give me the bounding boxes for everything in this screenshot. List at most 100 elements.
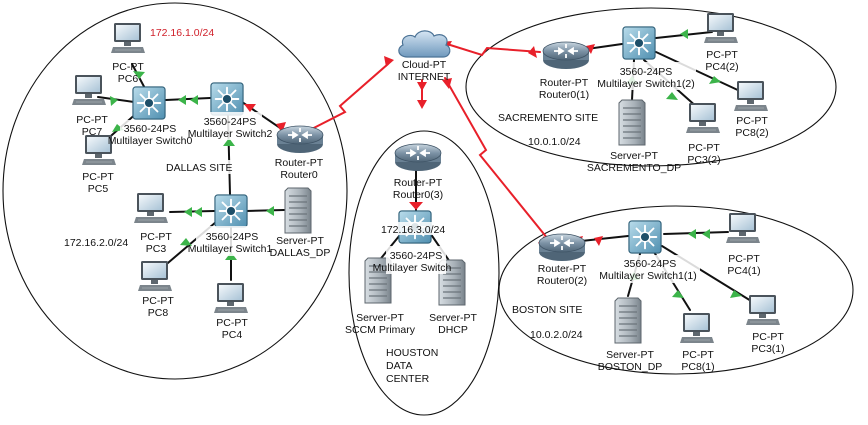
link-internet-router0-1[interactable]: [446, 43, 541, 57]
pc8-2-icon[interactable]: [734, 80, 768, 112]
pc8-1-name-label: PC8(1): [681, 361, 714, 373]
msw1-2-icon[interactable]: [622, 26, 656, 60]
dallas-site-label-bg: [164, 160, 234, 174]
dallas-site-label: DALLAS SITE: [166, 162, 233, 174]
pc4-1-name-label: PC4(1): [727, 265, 760, 277]
hou-switch-label-bg: [386, 246, 446, 274]
msw1-1-name-label: Multilayer Switch1(1): [599, 270, 696, 282]
router0-icon[interactable]: [276, 125, 324, 154]
dhcp-type-label: Server-PT: [429, 312, 477, 324]
msw1-1-label-bg: [598, 255, 700, 283]
boston-dp-type-label: Server-PT: [606, 349, 654, 361]
pc3-dallas-icon[interactable]: [134, 192, 168, 224]
pc4-2-name-label: PC4(2): [705, 61, 738, 73]
boston-dp-server-icon[interactable]: [614, 297, 642, 344]
pc3-2-type-label: PC-PT: [688, 142, 720, 154]
hou-switch-type-label: 3560-24PS: [390, 250, 443, 262]
houston-site-boundary: [348, 130, 500, 416]
pc4-2-type-label: PC-PT: [706, 49, 738, 61]
pc3-1-type-label: PC-PT: [752, 331, 784, 343]
dallas-dp-type-label: Server-PT: [276, 235, 324, 247]
sacremento-site-boundary: [465, 7, 837, 167]
pc3-2-icon[interactable]: [686, 102, 720, 134]
pc4-dallas-type-label: PC-PT: [216, 317, 248, 329]
dallas-subnet-b-label: 172.16.2.0/24: [64, 237, 128, 249]
msw1-type-label: 3560-24PS: [206, 231, 259, 243]
msw1-1-icon[interactable]: [628, 220, 662, 254]
dallas-site-boundary: [2, 2, 348, 380]
link-msw1-2-pc8-2[interactable]: [655, 51, 743, 93]
houston-line2-label: DATA: [386, 360, 412, 372]
router0-2-icon[interactable]: [538, 233, 586, 262]
sacremento-subnet-label: 10.0.1.0/24: [528, 136, 581, 148]
pc8-2-name-label: PC8(2): [735, 127, 768, 139]
pc7-icon[interactable]: [72, 74, 106, 106]
link-internet-router0-2[interactable]: [444, 77, 553, 245]
msw1-2-name-label: Multilayer Switch1(2): [597, 78, 694, 90]
site-boundaries: [2, 2, 854, 416]
internet-type-label: Cloud-PT: [402, 59, 447, 71]
pc6-type-label: PC-PT: [112, 61, 144, 73]
pc3-1-name-label: PC3(1): [751, 343, 784, 355]
pc5-type-label: PC-PT: [82, 171, 114, 183]
pc8-dallas-type-label: PC-PT: [142, 295, 174, 307]
pc3-dallas-name-label: PC3: [146, 243, 167, 255]
router0-2-name-label: Router0(2): [537, 275, 587, 287]
boston-dp-name-label: BOSTON_DP: [598, 361, 663, 373]
sccm-type-label: Server-PT: [356, 312, 404, 324]
msw0-name-label: Multilayer Switch0: [108, 135, 193, 147]
pc3-2-name-label: PC3(2): [687, 154, 720, 166]
site-labels: 172.16.1.0/24 DALLAS SITE 172.16.2.0/24 …: [64, 27, 598, 385]
link-router0-internet[interactable]: [301, 63, 389, 135]
houston-line3-label: CENTER: [386, 373, 430, 385]
router0-2-type-label: Router-PT: [538, 263, 587, 275]
router0-1-icon[interactable]: [542, 41, 590, 70]
msw1-icon[interactable]: [214, 194, 248, 228]
sccm-name-label: SCCM Primary: [345, 324, 416, 336]
dallas-subnet-a-label: 172.16.1.0/24: [150, 27, 214, 39]
msw0-label-bg: [120, 120, 178, 148]
boston-subnet-label: 10.0.2.0/24: [530, 329, 583, 341]
pc6-name-label: PC6: [118, 73, 139, 85]
router0-name-label: Router0: [280, 169, 318, 181]
pc5-name-label: PC5: [88, 183, 109, 195]
internet-cloud-icon[interactable]: [398, 30, 451, 58]
router0-3-type-label: Router-PT: [394, 177, 443, 189]
pc8-dallas-icon[interactable]: [138, 260, 172, 292]
pc8-1-type-label: PC-PT: [682, 349, 714, 361]
dallas-dp-name-label: DALLAS_DP: [270, 247, 331, 259]
router0-1-name-label: Router0(1): [539, 89, 589, 101]
link-msw0-msw2[interactable]: [165, 97, 211, 101]
dallas-dp-server-icon[interactable]: [284, 187, 312, 234]
router0-3-icon[interactable]: [394, 143, 442, 172]
internet-name-label: INTERNET: [398, 71, 451, 83]
pc4-1-icon[interactable]: [726, 212, 760, 244]
msw1-name-label: Multilayer Switch1: [188, 243, 273, 255]
houston-line1-label: HOUSTON: [386, 347, 438, 359]
msw2-label-bg: [198, 112, 262, 140]
pc7-type-label: PC-PT: [76, 114, 108, 126]
pc3-1-icon[interactable]: [746, 294, 780, 326]
hou-switch-name-label: Multilayer Switch: [373, 262, 452, 274]
pc6-icon[interactable]: [111, 22, 145, 54]
sacremento-dp-server-icon[interactable]: [618, 99, 646, 146]
pc4-dallas-name-label: PC4: [222, 329, 243, 341]
pc7-name-label: PC7: [82, 126, 103, 138]
pc4-2-icon[interactable]: [704, 12, 738, 44]
pc8-dallas-name-label: PC8: [148, 307, 169, 319]
pc3-dallas-type-label: PC-PT: [140, 231, 172, 243]
router0-1-type-label: Router-PT: [540, 77, 589, 89]
houston-subnet-label: 172.16.3.0/24: [381, 224, 445, 236]
link-msw1-dallas-dp[interactable]: [245, 209, 285, 212]
dhcp-name-label: DHCP: [438, 324, 468, 336]
msw2-icon[interactable]: [210, 82, 244, 116]
router0-type-label: Router-PT: [275, 157, 324, 169]
pc8-1-icon[interactable]: [680, 312, 714, 344]
msw0-icon[interactable]: [132, 86, 166, 120]
sacremento-site-label: SACREMENTO SITE: [498, 112, 598, 124]
device-labels: Cloud-PT INTERNET PC-PT PC6 PC-PT PC7 PC…: [76, 49, 784, 373]
msw1-1-type-label: 3560-24PS: [624, 258, 677, 270]
pc4-dallas-icon[interactable]: [214, 282, 248, 314]
sac-dp-name-label: SACREMENTO_DP: [587, 162, 681, 174]
